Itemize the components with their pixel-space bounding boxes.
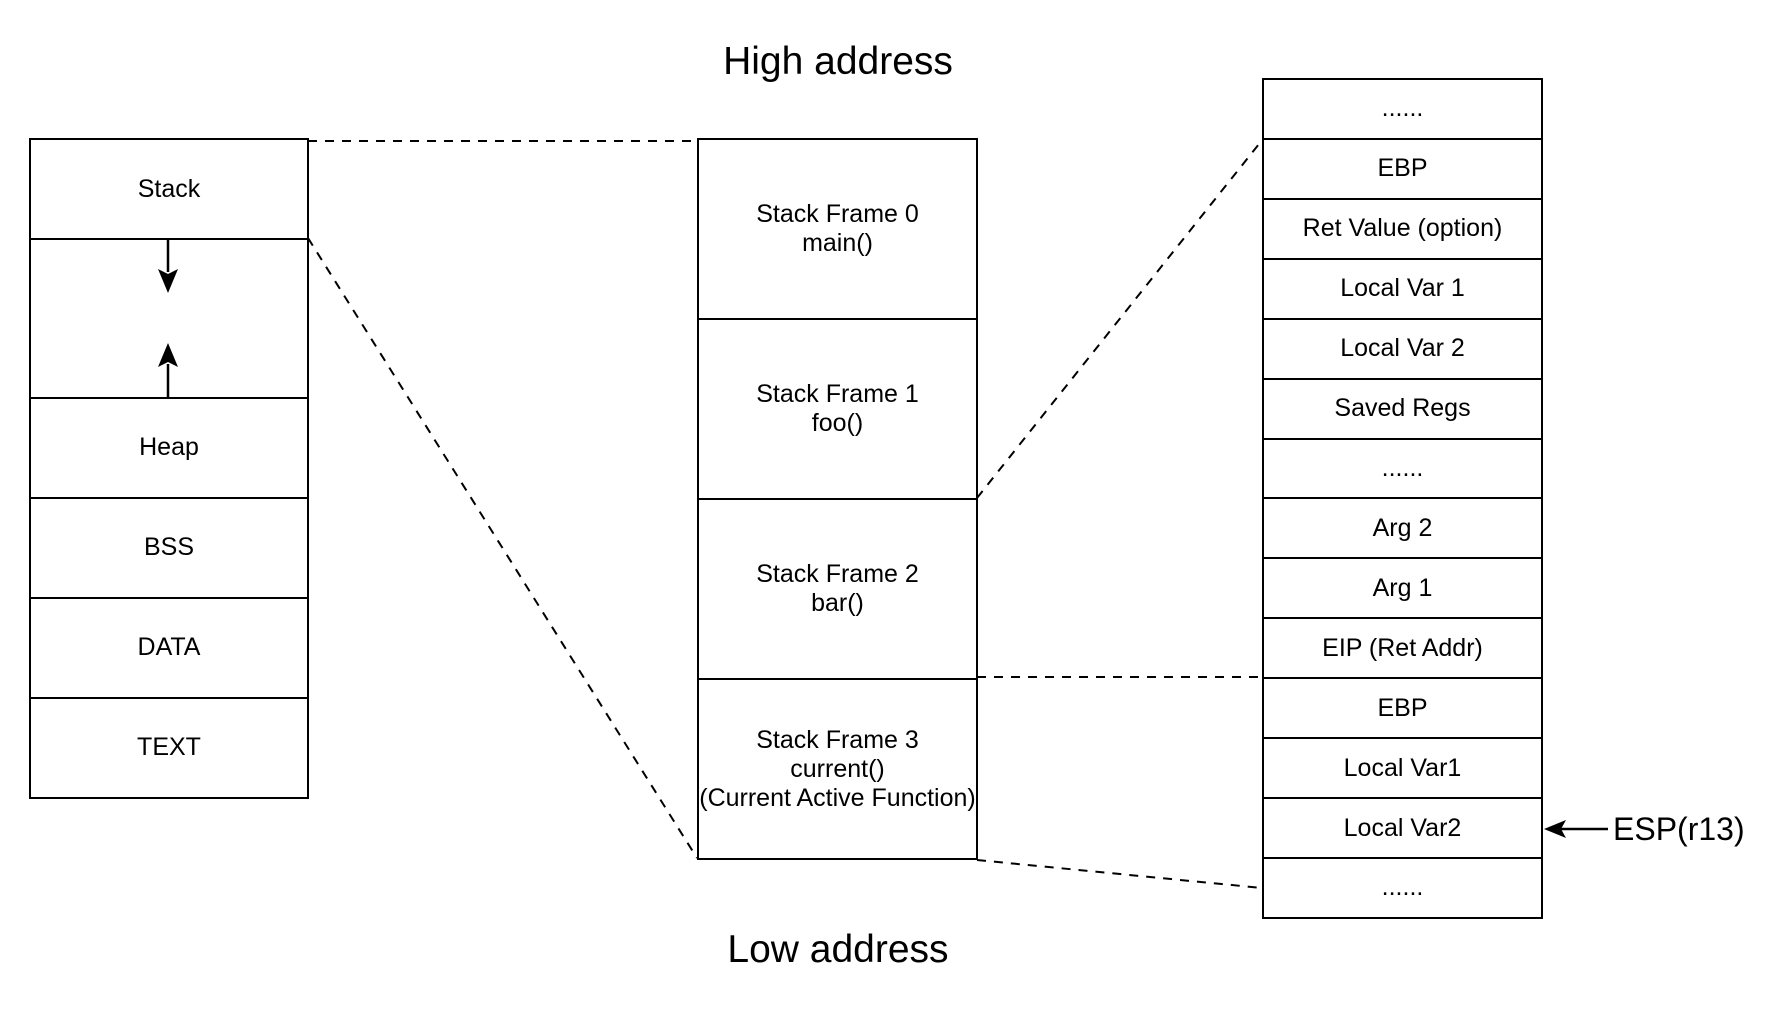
stack-frame-main-name: Stack Frame 0 <box>756 200 919 228</box>
dashed-connector-stack-bottom <box>307 237 698 859</box>
detail-cell-dots-bottom: ...... <box>1381 873 1424 902</box>
stack-frame-foo: Stack Frame 1 foo() <box>699 320 976 500</box>
stack-frame-detail-box: ...... EBP Ret Value (option) Local Var … <box>1262 78 1543 919</box>
stack-frame-main-function: main() <box>802 229 873 257</box>
memory-section-stack-label: Stack <box>137 174 201 203</box>
memory-section-text-label: TEXT <box>137 733 201 762</box>
stack-frame-current-note: (Current Active Function) <box>699 783 976 812</box>
memory-section-bss: BSS <box>31 499 307 599</box>
dashed-connector-frame-top <box>976 138 1264 499</box>
stack-frame-bar-name: Stack Frame 2 <box>756 560 919 588</box>
detail-cell-local-var-1: Local Var 1 <box>1264 260 1541 320</box>
detail-cell-local-var1-current: Local Var1 <box>1264 739 1541 800</box>
detail-cell-dots-middle: ...... <box>1264 440 1541 500</box>
memory-section-data-label: DATA <box>137 633 201 662</box>
memory-section-text: TEXT <box>31 699 307 797</box>
detail-cell-saved-regs: Saved Regs <box>1264 380 1541 440</box>
detail-cell-arg-2: Arg 2 <box>1264 499 1541 560</box>
detail-cell-local-var-2: Local Var 2 <box>1264 320 1541 380</box>
memory-layout-box: Stack Heap BSS DATA TEXT <box>29 138 309 799</box>
detail-cell-ebp-caller: EBP <box>1264 140 1541 200</box>
detail-cell-ret-value: Ret Value (option) <box>1264 200 1541 260</box>
stack-frame-current-name: Stack Frame 3 <box>756 725 919 754</box>
high-address-label: High address <box>723 40 953 83</box>
memory-section-heap-label: Heap <box>139 433 199 462</box>
stack-frame-foo-function: foo() <box>811 409 864 437</box>
low-address-label: Low address <box>727 928 949 971</box>
memory-section-stack: Stack <box>31 140 307 241</box>
memory-section-data: DATA <box>31 599 307 699</box>
memory-growth-gap <box>31 240 307 399</box>
stack-frame-bar: Stack Frame 2 bar() <box>699 500 976 680</box>
stack-frame-main: Stack Frame 0 main() <box>699 140 976 320</box>
stack-frame-foo-name: Stack Frame 1 <box>756 380 919 408</box>
stack-frame-current: Stack Frame 3 current() (Current Active … <box>699 680 976 858</box>
detail-cell-dots-top: ...... <box>1264 80 1541 140</box>
call-stack-box: Stack Frame 0 main() Stack Frame 1 foo()… <box>697 138 978 860</box>
detail-cell-local-var2-current: Local Var2 <box>1264 799 1541 859</box>
stack-frame-bar-function: bar() <box>811 589 864 617</box>
dashed-connector-frame-bottom <box>976 859 1263 889</box>
stack-frame-current-function: current() <box>790 754 885 783</box>
memory-section-bss-label: BSS <box>143 533 195 562</box>
esp-pointer-label: ESP(r13) <box>1613 811 1745 847</box>
esp-pointer-arrow <box>1544 820 1608 838</box>
detail-cell-eip-ret-addr: EIP (Ret Addr) <box>1264 619 1541 680</box>
memory-section-heap: Heap <box>31 399 307 499</box>
detail-cell-ebp-current: EBP <box>1264 679 1541 740</box>
detail-cell-arg-1: Arg 1 <box>1264 559 1541 620</box>
